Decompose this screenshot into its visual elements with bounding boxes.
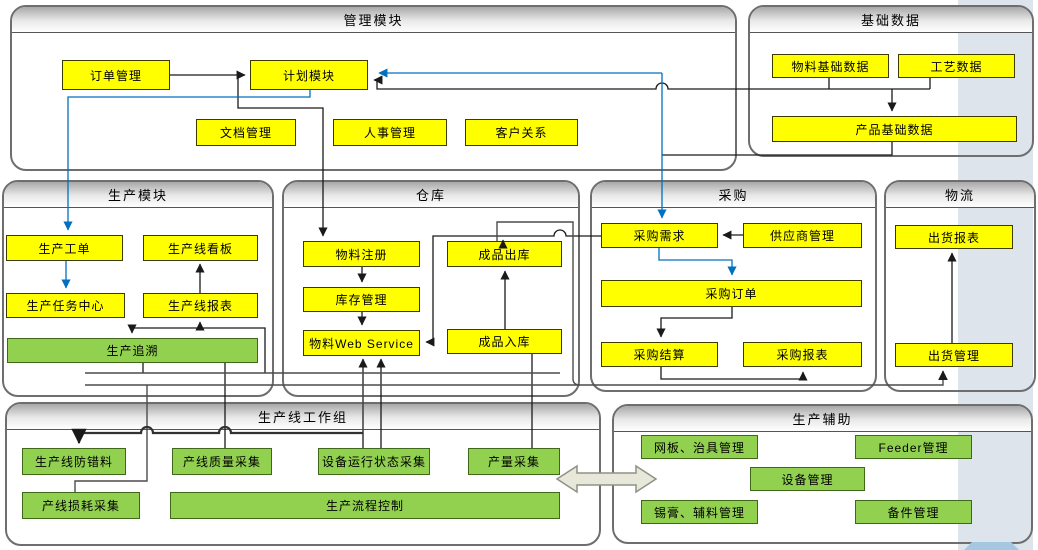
section-title: 物流: [886, 182, 1034, 208]
node-line-error-proofing: 生产线防错料: [22, 448, 126, 475]
node-purchase-settlement: 采购结算: [601, 342, 718, 367]
node-stencil-fixture-mgmt: 网板、治具管理: [641, 435, 758, 459]
node-output-collection: 产量采集: [468, 448, 560, 475]
section-title: 仓库: [284, 182, 578, 208]
section-logistics: 物流: [884, 180, 1036, 392]
section-production-module: 生产模块: [2, 180, 274, 397]
node-customer-relations: 客户关系: [465, 119, 578, 146]
node-shipment-report: 出货报表: [895, 225, 1013, 249]
node-equipment-mgmt: 设备管理: [750, 467, 865, 491]
node-product-base-data: 产品基础数据: [772, 116, 1017, 142]
node-line-kanban: 生产线看板: [143, 235, 258, 261]
node-equipment-status-collection: 设备运行状态采集: [318, 448, 430, 475]
node-production-trace: 生产追溯: [7, 338, 258, 363]
node-line-loss-collection: 产线损耗采集: [22, 492, 140, 519]
node-order-mgmt: 订单管理: [62, 60, 170, 90]
section-base-data: 基础数据: [748, 5, 1034, 157]
node-feeder-mgmt: Feeder管理: [855, 435, 972, 459]
section-title: 生产模块: [4, 182, 272, 208]
node-doc-mgmt: 文档管理: [196, 119, 296, 146]
node-material-base-data: 物料基础数据: [772, 54, 889, 78]
node-purchase-order: 采购订单: [601, 280, 862, 307]
section-management-module: 管理模块: [10, 5, 737, 171]
section-title: 采购: [592, 182, 875, 208]
node-production-task-center: 生产任务中心: [6, 293, 125, 318]
node-inventory-mgmt: 库存管理: [303, 287, 420, 312]
node-solder-paste-material-mgmt: 锡膏、辅料管理: [641, 500, 758, 524]
node-finished-goods-outbound: 成品出库: [447, 241, 562, 267]
node-spare-parts-mgmt: 备件管理: [855, 500, 972, 524]
section-title: 生产辅助: [614, 406, 1031, 432]
node-process-data: 工艺数据: [898, 54, 1015, 78]
section-title: 生产线工作组: [7, 404, 599, 430]
node-shipment-mgmt: 出货管理: [895, 343, 1013, 367]
section-production-aux: 生产辅助: [612, 404, 1033, 544]
node-finished-goods-inbound: 成品入库: [447, 329, 562, 354]
node-purchase-report: 采购报表: [743, 342, 862, 367]
node-production-work-order: 生产工单: [6, 235, 123, 261]
node-purchase-demand: 采购需求: [601, 223, 718, 248]
node-material-register: 物料注册: [303, 241, 420, 267]
node-plan-module: 计划模块: [250, 60, 368, 90]
node-production-process-control: 生产流程控制: [170, 492, 560, 519]
node-supplier-mgmt: 供应商管理: [743, 223, 862, 248]
node-line-report: 生产线报表: [143, 293, 258, 318]
node-hr-mgmt: 人事管理: [333, 119, 447, 146]
node-line-quality-collection: 产线质量采集: [172, 448, 272, 475]
section-title: 基础数据: [750, 7, 1032, 33]
section-title: 管理模块: [12, 7, 735, 33]
node-material-web-service: 物料Web Service: [303, 330, 420, 356]
